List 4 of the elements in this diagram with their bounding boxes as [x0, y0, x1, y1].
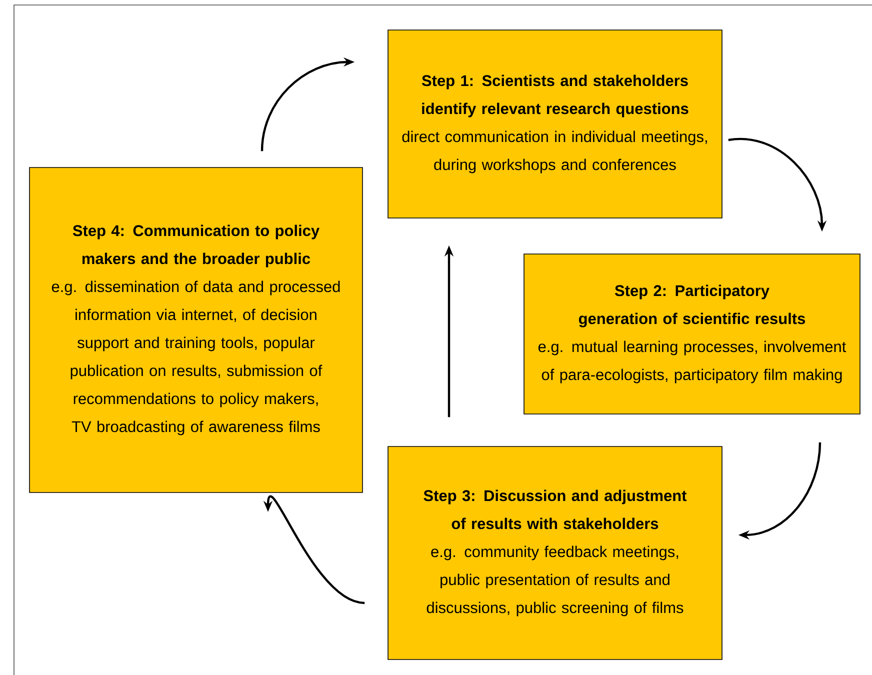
- step-box: Step 4: Communication to policy makers and the broader public e.g. dissemination of data and processed information via internet, of decision support and training tools, popular publication on results, submission of recommendations to policy makers, TV broadcasting of awareness films: [29, 167, 363, 493]
- step-box: Step 3: Discussion and adjustment of results with stakeholders e.g. community feedback meetings, public presentation of results and discussions, public screening of films: [388, 446, 722, 660]
- step-box: Step 1: Scientists and stakeholders identify relevant research questions direct communication in individual meetings, during workshops and conferences: [388, 30, 722, 218]
- step-box: Step 2: Participatory generation of scientific results e.g. mutual learning processes, involvement of para-ecologists, participatory film making: [524, 254, 860, 414]
